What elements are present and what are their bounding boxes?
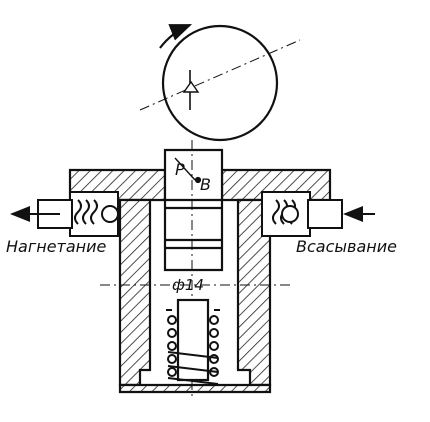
cam [139,23,301,142]
rotation-arrow [159,23,193,49]
suction-port [307,199,343,229]
spring-coils-left [167,315,177,377]
plunger-stem [176,298,210,382]
suction-valve [261,191,343,237]
discharge-spring [74,199,98,225]
cam-pivot [182,80,200,93]
diameter-label: ф14 [172,276,204,294]
contact-line [174,157,196,181]
cam-centerline [139,39,301,111]
contact-point [194,176,202,184]
suction-label: Всасывание [296,237,397,256]
plunger-body [163,148,224,272]
point-b-label: В [200,175,211,194]
spring-coils-right [209,315,219,377]
cam-disk [161,24,279,142]
point-p-label: Р [175,160,185,179]
return-spring [166,309,220,385]
discharge-ball [101,205,119,223]
suction-ball [281,205,299,223]
discharge-label: Нагнетание [6,237,107,256]
plunger [163,140,224,400]
